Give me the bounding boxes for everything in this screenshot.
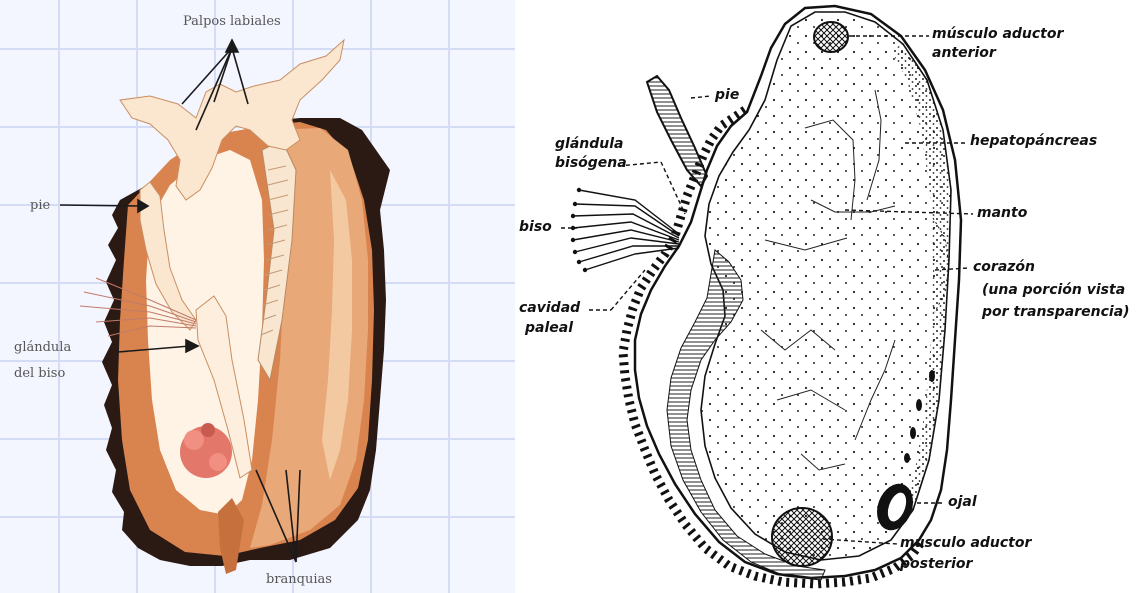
label-corazon-line1: corazón (973, 259, 1035, 277)
posterior-adductor-muscle (772, 508, 832, 566)
label-musculo-posterior-line1: músculo aductor (900, 535, 1031, 553)
foot-right (647, 76, 707, 186)
label-pie-left: pie (30, 196, 50, 216)
label-manto: manto (977, 205, 1027, 223)
label-cavidad-line2: paleal (525, 320, 573, 338)
byssus-thread-tips (571, 188, 587, 272)
byssus-threads-right (573, 190, 679, 270)
label-corazon-line3: por transparencia) (982, 304, 1130, 322)
label-pie-right: pie (715, 87, 739, 105)
left-panel-grid-background: Palpos labiales pie glándula del biso br… (0, 0, 515, 593)
anterior-adductor-muscle (814, 22, 848, 52)
label-musculo-posterior-line2: posterior (900, 556, 972, 574)
left-mussel-illustration (0, 0, 515, 593)
label-cavidad-line1: cavidad (519, 300, 580, 318)
label-branquias: branquias (266, 570, 332, 590)
label-musculo-anterior-line1: músculo aductor (932, 26, 1063, 44)
label-musculo-anterior-line2: anterior (932, 45, 996, 63)
label-biso: biso (519, 219, 552, 237)
label-glandula-line2-left: del biso (14, 364, 65, 384)
label-palpos-labiales: Palpos labiales (183, 12, 281, 32)
right-panel: músculo aductor anterior pie hepatopáncr… (515, 0, 1139, 593)
label-hepatopancreas: hepatopáncreas (970, 133, 1097, 151)
label-glandula-line1-right: glándula (555, 136, 623, 154)
label-corazon-line2: (una porción vista (982, 282, 1125, 300)
label-ojal: ojal (948, 494, 977, 512)
label-glandula-line2-right: bisógena (555, 155, 627, 173)
label-glandula-line1-left: glándula (14, 338, 71, 358)
